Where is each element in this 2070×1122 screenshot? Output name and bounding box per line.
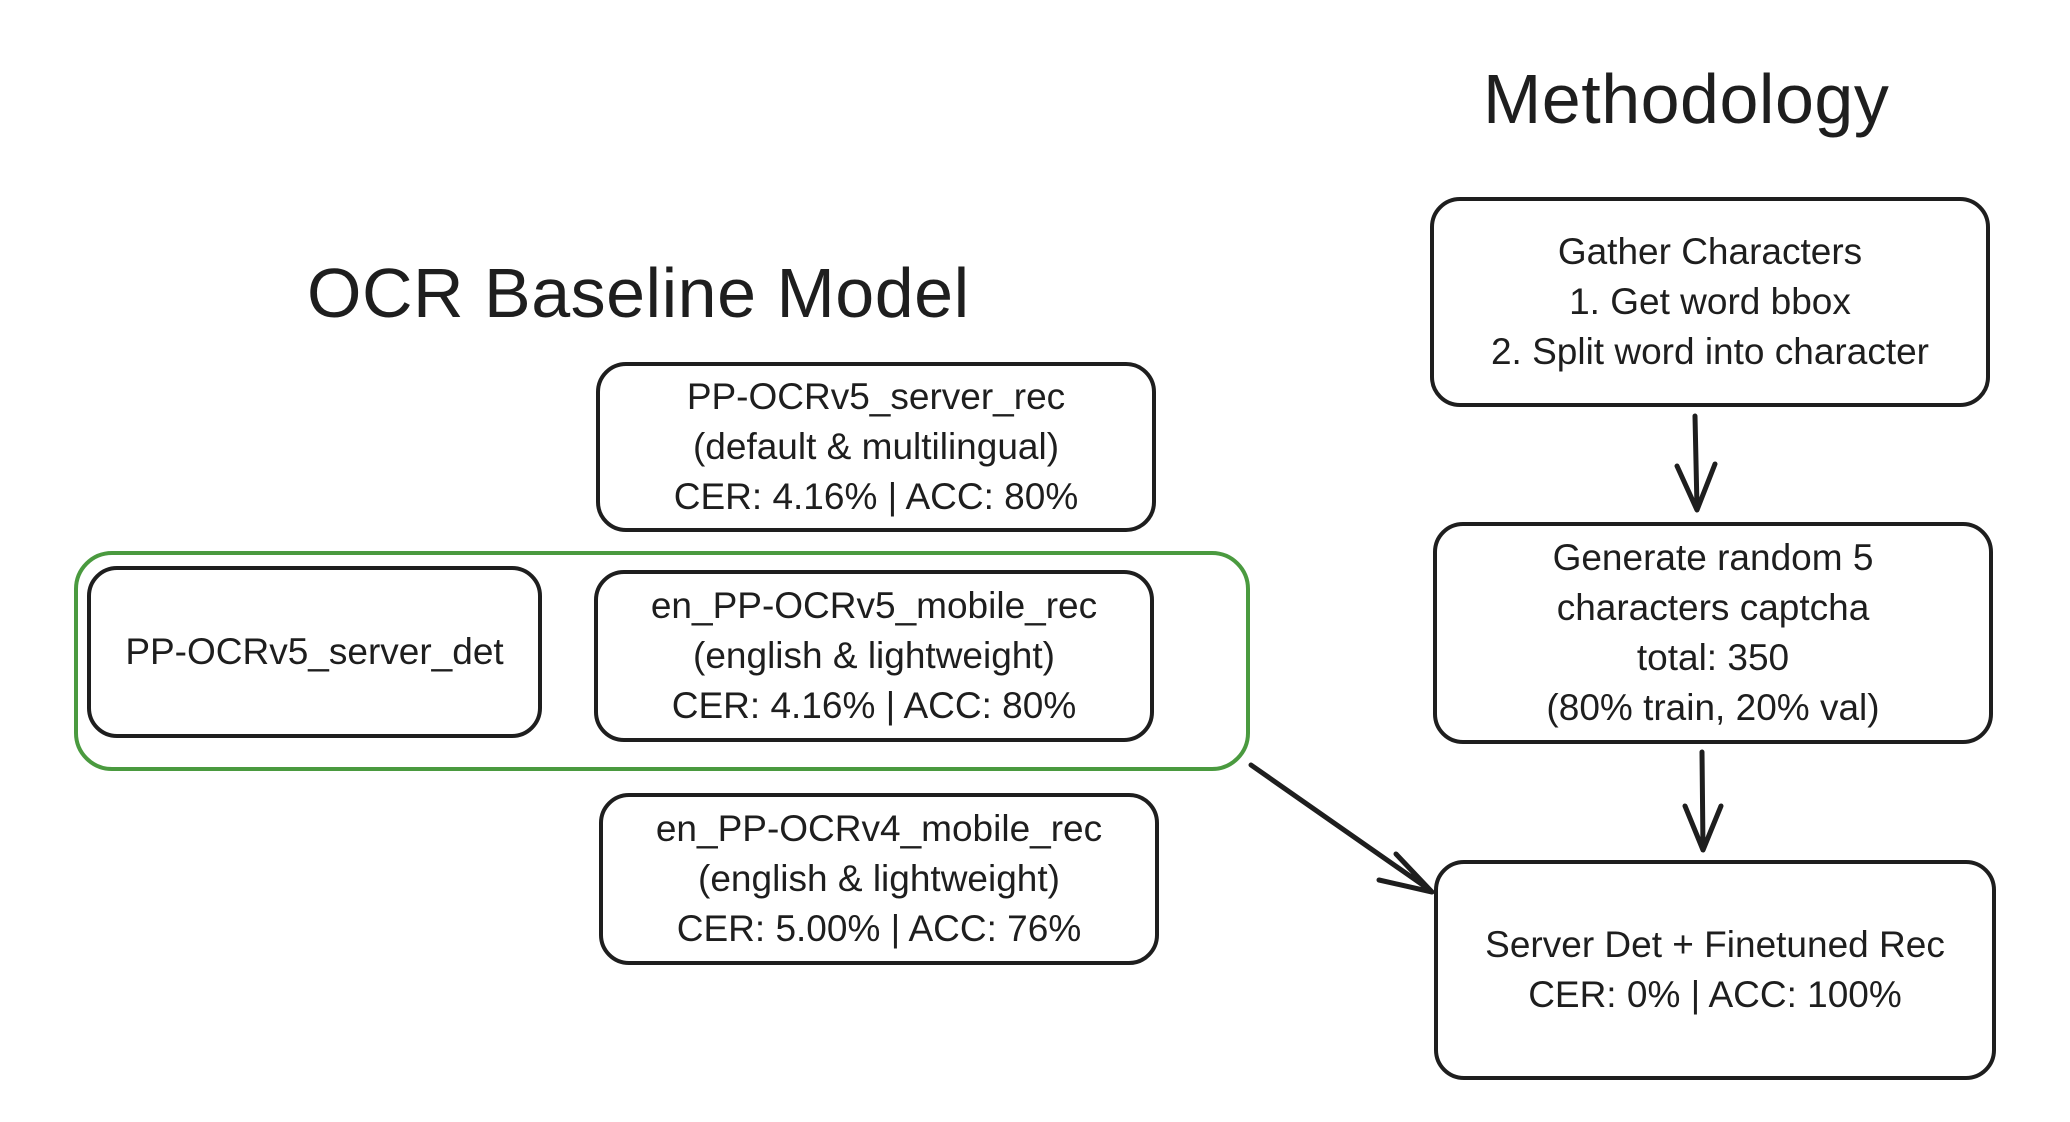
node-line: CER: 0% | ACC: 100% [1528, 974, 1902, 1015]
node-line: PP-OCRv5_server_det [125, 631, 504, 672]
methodology-title: Methodology [1483, 60, 1890, 138]
arrow-gather-to-generate [1674, 413, 1718, 513]
node-line: CER: 5.00% | ACC: 76% [676, 908, 1082, 949]
gather-characters-node: Gather Characters 1. Get word bbox 2. Sp… [1430, 197, 1990, 407]
node-line: CER: 4.16% | ACC: 80% [673, 476, 1079, 517]
node-line: characters captcha [1556, 587, 1870, 628]
ocr-baseline-model-title: OCR Baseline Model [307, 254, 970, 332]
arrow-generate-to-result [1682, 749, 1724, 853]
node-line: 1. Get word bbox [1569, 281, 1851, 322]
node-line: PP-OCRv5_server_rec [686, 376, 1066, 417]
node-line: (english & lightweight) [698, 858, 1060, 899]
node-line: CER: 4.16% | ACC: 80% [671, 685, 1077, 726]
pp-ocrv5-server-rec-node: PP-OCRv5_server_rec (default & multiling… [596, 362, 1156, 532]
node-line: (default & multilingual) [692, 426, 1060, 467]
arrow-group-to-result [1248, 762, 1435, 895]
node-line: Server Det + Finetuned Rec [1485, 924, 1945, 965]
en-pp-ocrv4-mobile-rec-node: en_PP-OCRv4_mobile_rec (english & lightw… [599, 793, 1159, 965]
pp-ocrv5-server-det-node: PP-OCRv5_server_det [87, 566, 542, 738]
node-line: Gather Characters [1557, 231, 1863, 272]
node-line: en_PP-OCRv4_mobile_rec [655, 808, 1103, 849]
node-line: total: 350 [1636, 637, 1790, 678]
en-pp-ocrv5-mobile-rec-node: en_PP-OCRv5_mobile_rec (english & lightw… [594, 570, 1154, 742]
node-line: Generate random 5 [1552, 537, 1874, 578]
node-line: (80% train, 20% val) [1546, 687, 1880, 728]
server-det-finetuned-rec-node: Server Det + Finetuned Rec CER: 0% | ACC… [1434, 860, 1996, 1080]
node-line: 2. Split word into character [1490, 331, 1930, 372]
node-line: en_PP-OCRv5_mobile_rec [650, 585, 1098, 626]
node-line: (english & lightweight) [693, 635, 1055, 676]
selected-pipeline-group [74, 551, 1250, 771]
generate-captcha-node: Generate random 5 characters captcha tot… [1433, 522, 1993, 744]
